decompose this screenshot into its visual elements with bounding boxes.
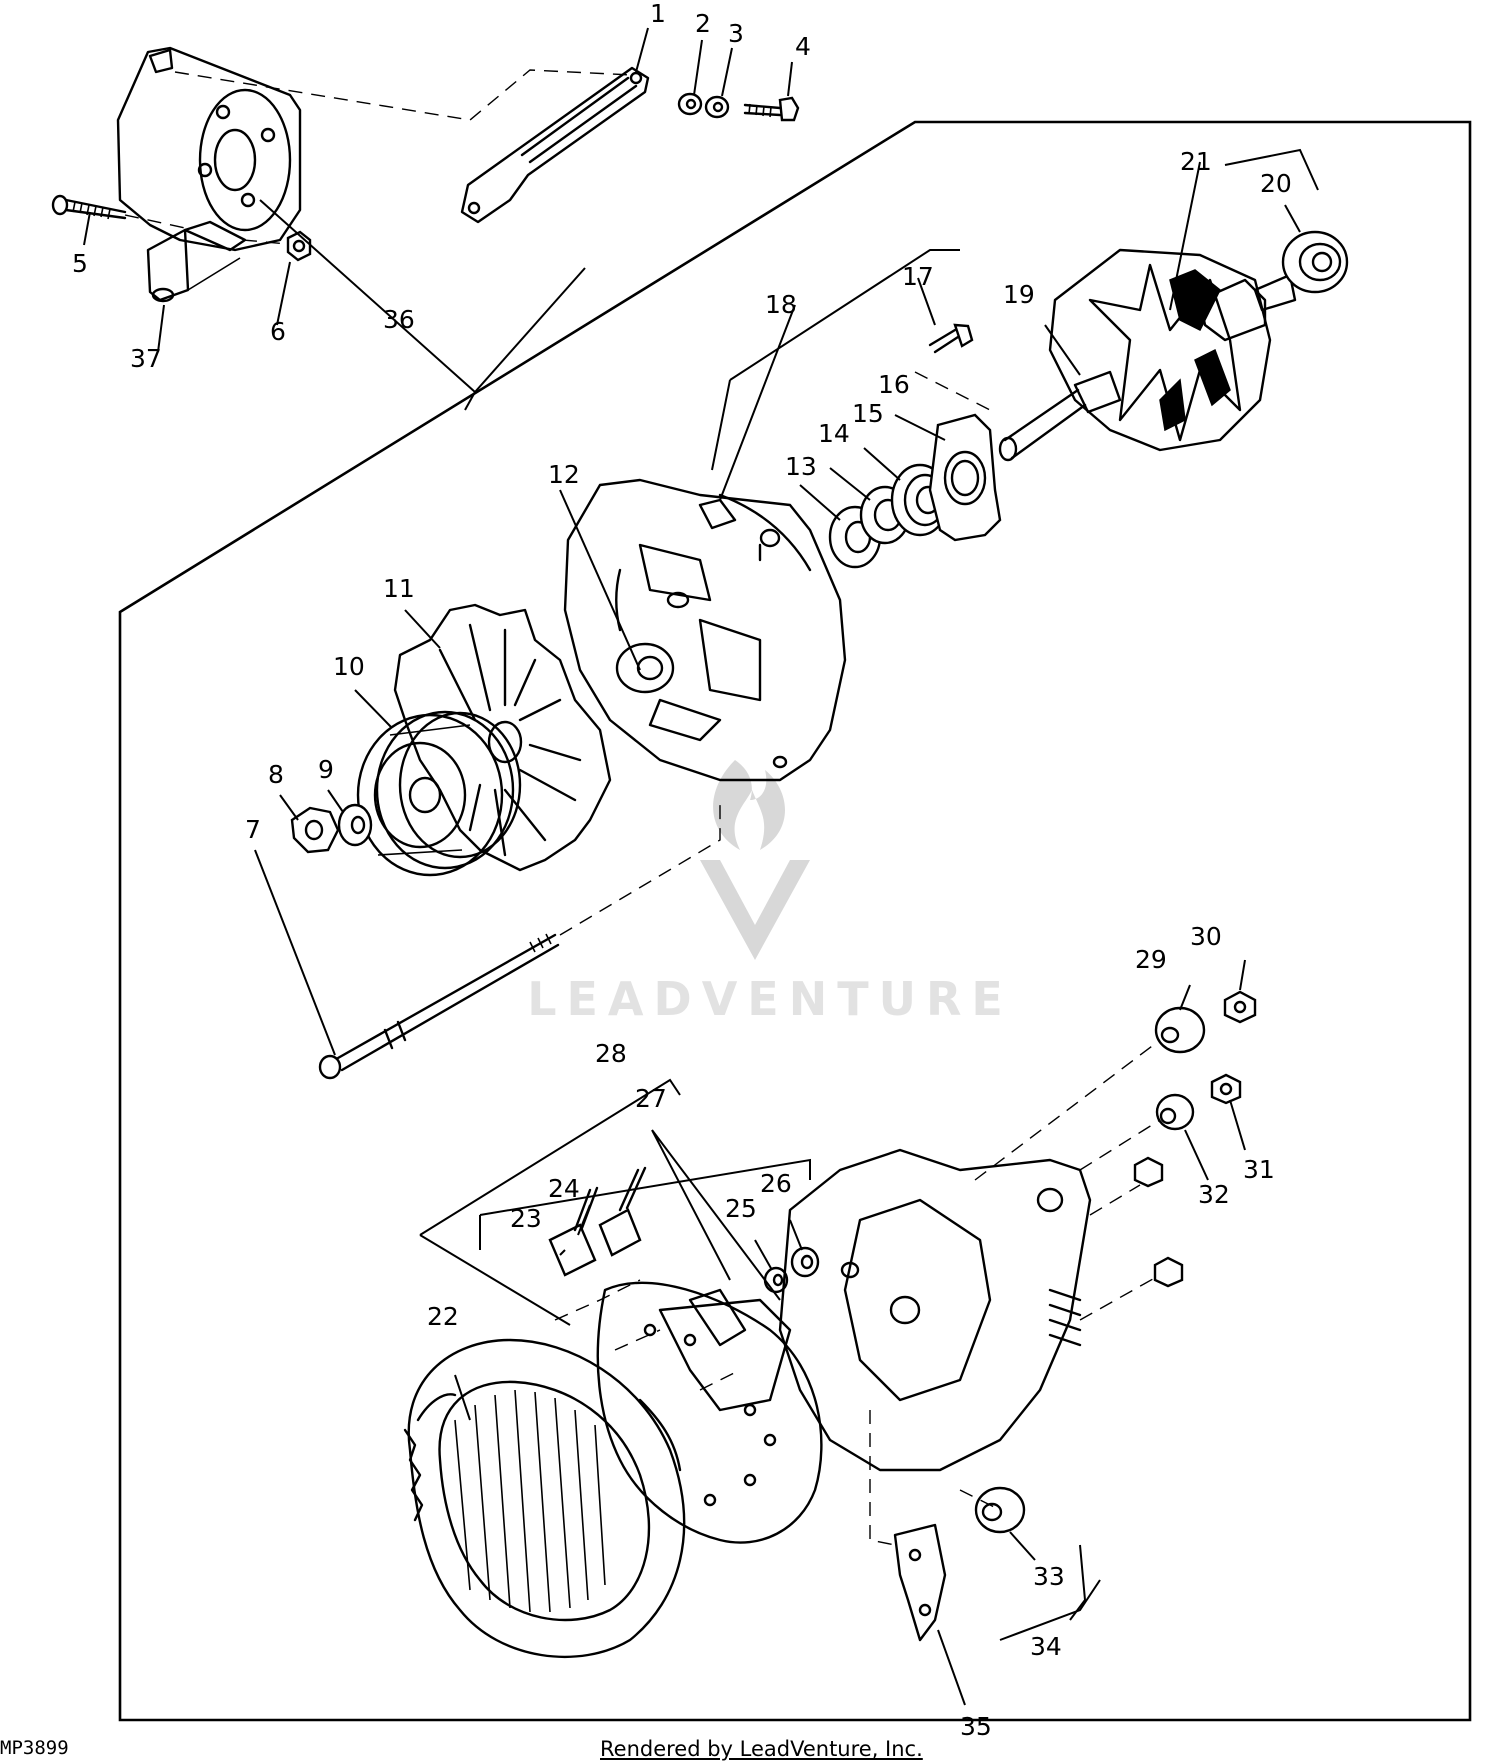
insulator-29 xyxy=(1154,1006,1206,1054)
callout-9: 9 xyxy=(318,755,334,784)
spacer-33 xyxy=(974,1486,1026,1534)
slip-ring-end-frame xyxy=(778,1148,1092,1472)
nut-31 xyxy=(1210,1073,1242,1105)
nut-mid-2 xyxy=(1153,1256,1184,1288)
callout-17: 17 xyxy=(902,262,934,291)
figure-id: MP3899 xyxy=(0,1737,69,1759)
callout-33: 33 xyxy=(1033,1562,1065,1591)
callout-29: 29 xyxy=(1135,945,1167,974)
stator xyxy=(403,1338,686,1658)
callout-30: 30 xyxy=(1190,922,1222,951)
nut-6 xyxy=(286,230,312,262)
callout-24: 24 xyxy=(548,1174,580,1203)
callout-37: 37 xyxy=(130,344,162,373)
callout-23: 23 xyxy=(510,1204,542,1233)
callout-14: 14 xyxy=(818,419,850,448)
watermark-text: LEADVENTURE xyxy=(527,972,1013,1026)
callout-21: 21 xyxy=(1180,147,1212,176)
drive-end-frame xyxy=(563,478,847,782)
brush-24 xyxy=(598,1166,647,1257)
callout-13: 13 xyxy=(785,452,817,481)
cap-screw-4 xyxy=(743,96,800,122)
bolt-5 xyxy=(51,194,127,220)
leader-lines xyxy=(83,27,1319,1706)
nut-mid-1 xyxy=(1133,1156,1164,1188)
callout-35: 35 xyxy=(960,1712,992,1741)
callout-20: 20 xyxy=(1260,169,1292,198)
rectifier-plate xyxy=(596,1281,823,1544)
screw-17 xyxy=(928,323,974,354)
callout-15: 15 xyxy=(852,399,884,428)
callout-1: 1 xyxy=(650,0,666,28)
mounting-bracket-assembly xyxy=(116,46,302,303)
adjusting-strap xyxy=(460,66,650,224)
nut-8 xyxy=(290,806,340,854)
watermark-logo xyxy=(700,760,810,960)
callout-18: 18 xyxy=(765,290,797,319)
callout-6: 6 xyxy=(270,317,286,346)
slip-ring-21 xyxy=(1198,278,1267,342)
callout-3: 3 xyxy=(728,19,744,48)
callout-12: 12 xyxy=(548,460,580,489)
washer-9 xyxy=(337,803,373,847)
nut-30 xyxy=(1223,990,1257,1024)
callout-7: 7 xyxy=(245,815,261,844)
callout-25: 25 xyxy=(725,1194,757,1223)
callout-31: 31 xyxy=(1243,1155,1275,1184)
callout-2: 2 xyxy=(695,9,711,38)
callout-8: 8 xyxy=(268,760,284,789)
callout-4: 4 xyxy=(795,32,811,61)
pulley xyxy=(356,710,522,877)
assembly-frame xyxy=(118,120,1472,1722)
fan xyxy=(393,603,612,872)
callout-22: 22 xyxy=(427,1302,459,1331)
terminal-32 xyxy=(1155,1093,1195,1131)
callout-5: 5 xyxy=(72,249,88,278)
callout-19: 19 xyxy=(1003,280,1035,309)
callout-labels: 1 2 3 4 5 6 7 8 9 10 11 12 13 14 15 16 1… xyxy=(72,0,1292,1741)
callout-11: 11 xyxy=(383,574,415,603)
callout-28: 28 xyxy=(595,1039,627,1068)
callout-16: 16 xyxy=(878,370,910,399)
washer-2 xyxy=(677,92,703,116)
callout-34: 34 xyxy=(1030,1632,1062,1661)
credit-link[interactable]: Rendered by LeadVenture, Inc. xyxy=(600,1737,923,1761)
washer-26 xyxy=(790,1246,820,1278)
callout-36: 36 xyxy=(383,305,415,334)
bearing-20 xyxy=(1281,230,1349,294)
callout-10: 10 xyxy=(333,652,365,681)
bearing-retainer-plate-16 xyxy=(928,413,1002,542)
bracket-35 xyxy=(893,1523,947,1642)
callout-27: 27 xyxy=(635,1084,667,1113)
callout-26: 26 xyxy=(760,1169,792,1198)
callout-32: 32 xyxy=(1198,1180,1230,1209)
lock-washer-3 xyxy=(704,95,730,119)
rotor xyxy=(998,248,1297,462)
through-bolt xyxy=(318,933,560,1080)
